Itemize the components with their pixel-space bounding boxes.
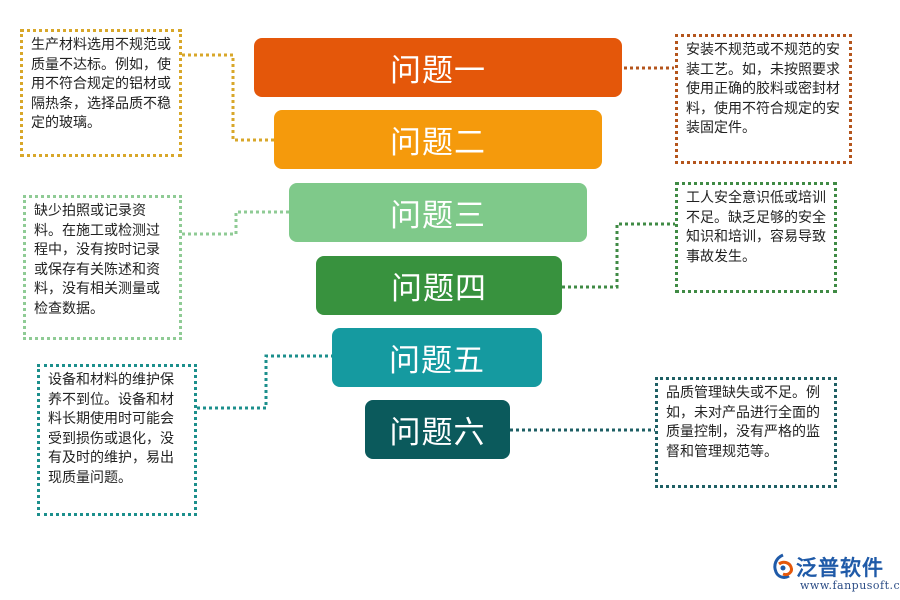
connector-2 — [182, 53, 274, 142]
problem-bar-2: 问题二 — [274, 110, 602, 169]
problem-label: 问题三 — [390, 198, 486, 234]
problem-bar-5: 问题五 — [332, 328, 542, 387]
note-problem-3: 缺少拍照或记录资料。在施工或检测过程中，没有按时记录或保存有关陈述和资料，没有相… — [23, 195, 182, 340]
problem-bar-1: 问题一 — [254, 38, 622, 97]
note-problem-1: 生产材料选用不规范或质量不达标。例如，使用不符合规定的铝材或隔热条，选择品质不稳… — [20, 29, 182, 157]
note-problem-4: 工人安全意识低或培训不足。缺乏足够的安全知识和培训，容易导致事故发生。 — [675, 182, 837, 293]
connector-4 — [562, 222, 676, 289]
logo-url: www.fanpusoft.com — [800, 579, 900, 592]
logo-name: 泛普软件 — [796, 556, 884, 580]
connector-5 — [197, 354, 332, 410]
connector-3 — [182, 210, 289, 236]
problem-label: 问题四 — [391, 271, 487, 307]
problem-label: 问题一 — [390, 53, 486, 89]
problem-label: 问题六 — [389, 415, 486, 451]
problem-label: 问题二 — [390, 125, 486, 161]
problem-bar-4: 问题四 — [316, 256, 562, 315]
note-problem-2: 安装不规范或不规范的安装工艺。如，未按照要求使用正确的胶料或密封材料，使用不符合… — [675, 34, 852, 164]
problem-label: 问题五 — [389, 343, 485, 379]
note-problem-5: 设备和材料的维护保养不到位。设备和材料长期使用时可能会受到损伤或退化，没有及时的… — [37, 364, 197, 516]
problem-bar-3: 问题三 — [289, 183, 587, 242]
note-problem-6: 品质管理缺失或不足。例如，未对产品进行全面的质量控制，没有严格的监督和管理规范等… — [655, 377, 837, 488]
company-logo: 泛普软件 www.fanpusoft.com — [770, 552, 900, 596]
fanpu-logo-icon — [773, 553, 793, 579]
problem-bar-6: 问题六 — [365, 400, 510, 459]
